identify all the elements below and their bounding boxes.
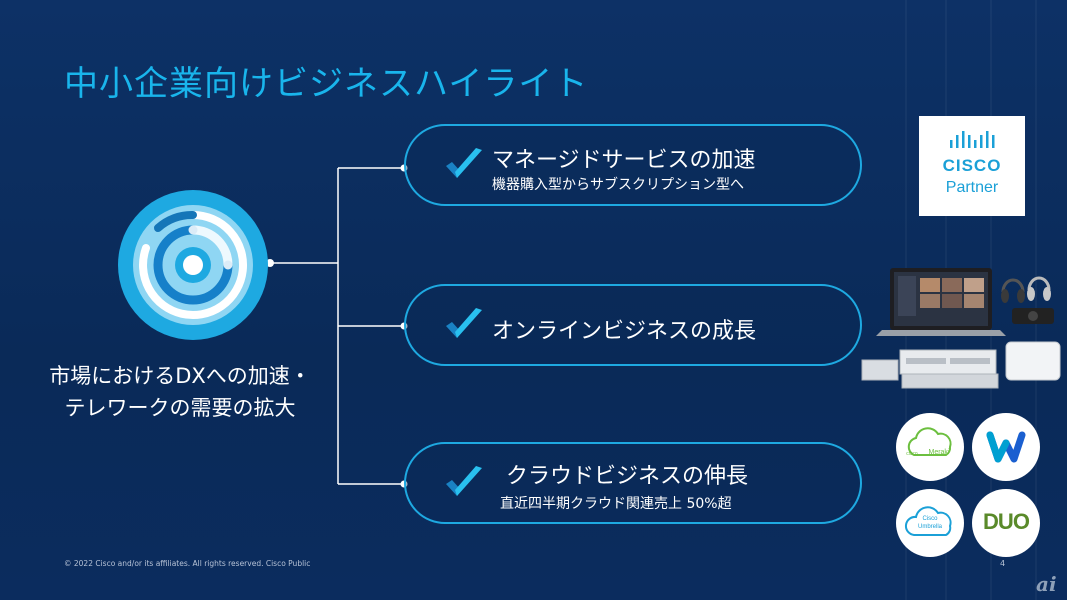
highlight-pill-managed-services: マネージドサービスの加速 機器購入型からサブスクリプション型へ xyxy=(404,124,862,206)
meraki-label: Meraki xyxy=(928,449,950,456)
partner-label: Partner xyxy=(945,179,999,196)
highlight-pill-cloud-business: クラウドビジネスの伸長 直近四半期クラウド関連売上 50%超 xyxy=(404,442,862,524)
hardware-products-image xyxy=(861,268,1061,389)
meraki-small-label: cisco xyxy=(906,451,918,457)
pill-title: オンラインビジネスの成長 xyxy=(492,319,757,344)
pill-subtitle: 直近四半期クラウド関連売上 50%超 xyxy=(500,496,732,512)
umbrella-cloud-icon xyxy=(905,506,952,536)
umbrella-label-line2: Umbrella xyxy=(917,524,942,530)
copyright-footer: © 2022 Cisco and/or its affiliates. All … xyxy=(64,559,311,568)
market-trend-text: 市場におけるDXへの加速・ テレワークの需要の拡大 xyxy=(20,360,340,424)
market-text-line: 市場におけるDXへの加速・ xyxy=(49,364,311,388)
watermark-logo: ai xyxy=(1036,572,1057,596)
meraki-logo: cisco Meraki xyxy=(896,413,964,481)
market-text-line: テレワークの需要の拡大 xyxy=(64,396,296,420)
checkmark-icon xyxy=(446,466,482,496)
cisco-bars-icon xyxy=(950,131,995,148)
umbrella-logo: Cisco Umbrella xyxy=(896,489,964,557)
pill-title: マネージドサービスの加速 xyxy=(492,148,756,173)
pill-subtitle: 機器購入型からサブスクリプション型へ xyxy=(492,177,744,193)
cisco-wordmark: CISCO xyxy=(942,156,1002,175)
circular-logo-icon xyxy=(118,190,268,340)
checkmark-icon xyxy=(446,148,482,178)
highlight-pill-online-business: オンラインビジネスの成長 xyxy=(404,284,862,366)
slide-title: 中小企業向けビジネスハイライト xyxy=(64,64,589,104)
webex-logo xyxy=(972,413,1040,481)
background-stripe xyxy=(1035,0,1037,600)
umbrella-label-line1: Cisco xyxy=(922,516,938,522)
cisco-partner-logo: CISCO Partner xyxy=(919,116,1025,216)
duo-label: DUO xyxy=(983,509,1030,534)
page-number: 4 xyxy=(1000,559,1006,568)
checkmark-icon xyxy=(446,308,482,338)
pill-title: クラウドビジネスの伸長 xyxy=(506,464,749,489)
meraki-cloud-icon xyxy=(907,427,952,456)
webex-icon xyxy=(986,431,1026,463)
duo-logo: DUO xyxy=(972,489,1040,557)
